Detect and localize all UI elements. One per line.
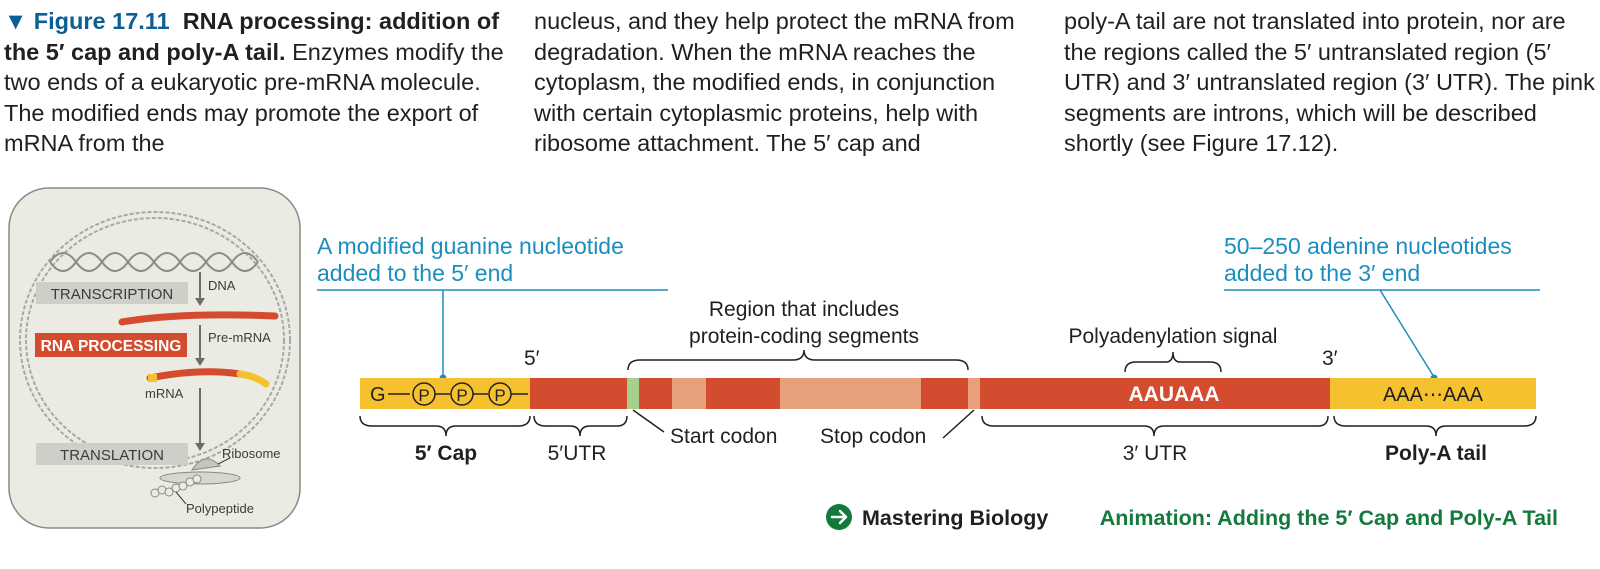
poly-a-tail-label: Poly-A tail	[1385, 442, 1487, 465]
mastering-biology-link[interactable]: Mastering Biology Animation: Adding the …	[826, 504, 1558, 530]
utr3-label: 3′ UTR	[1123, 442, 1188, 465]
polypeptide-label: Polypeptide	[186, 501, 254, 516]
utr5-bracket	[533, 415, 628, 437]
mrna-label: mRNA	[145, 386, 184, 401]
transcription-label: TRANSCRIPTION	[51, 286, 174, 303]
poly-a-sequence-label: AAA⋯AAA	[1383, 384, 1484, 406]
phosphate-2-label: P	[456, 386, 467, 405]
poly-a-bracket	[1333, 415, 1537, 437]
rna-processing-label: RNA PROCESSING	[41, 338, 182, 355]
mastering-biology-brand: Mastering Biology	[862, 506, 1048, 530]
stop-codon-label: Stop codon	[820, 425, 926, 448]
caption-column-3: poly-A tail are not translated into prot…	[1064, 6, 1596, 159]
pre-mrna-label: Pre-mRNA	[208, 330, 271, 345]
adenine-callout: 50–250 adenine nucleotides added to the …	[1224, 233, 1540, 382]
coding-strand-segment	[530, 378, 1330, 409]
intron-segment-1	[672, 378, 706, 409]
coding-region-bracket	[627, 349, 969, 371]
cell-overview-panel: TRANSCRIPTION DNA Pre-mRNA RNA PROCESSIN…	[8, 187, 301, 529]
caption-text-3: poly-A tail are not translated into prot…	[1064, 8, 1595, 156]
figure-label: ▼ Figure 17.11	[4, 8, 170, 34]
transcription-box	[36, 282, 188, 304]
figure-title: RNA processing: addition of the 5′ cap a…	[4, 8, 500, 65]
stop-codon-segment	[968, 378, 980, 409]
mrna-strand	[146, 368, 244, 382]
dna-helix-icon	[49, 252, 259, 272]
guanine-callout: A modified guanine nucleotide added to t…	[317, 233, 668, 382]
cap-label: 5′ Cap	[415, 442, 477, 465]
poly-a-tail-segment	[1330, 378, 1536, 409]
translation-box	[36, 443, 188, 465]
polyadenylation-bracket	[1124, 351, 1222, 373]
phosphate-1-label: P	[418, 386, 429, 405]
caption-column-2: nucleus, and they help protect the mRNA …	[534, 6, 1034, 159]
dna-label: DNA	[208, 278, 236, 293]
utr5-label: 5′UTR	[548, 442, 607, 465]
caption-text-2: nucleus, and they help protect the mRNA …	[534, 8, 1015, 156]
rna-processing-box	[35, 333, 187, 357]
phosphate-3-label: P	[494, 386, 505, 405]
polyadenylation-signal-label: Polyadenylation signal	[1069, 325, 1278, 348]
start-codon-label: Start codon	[670, 425, 777, 448]
adenine-callout-line-2: added to the 3′ end	[1224, 260, 1420, 286]
polypeptide-icon	[150, 474, 202, 498]
ribosome-label: Ribosome	[222, 446, 281, 461]
guanine-g-label: G	[370, 384, 386, 406]
start-codon-segment	[627, 378, 639, 409]
mrna-molecule: G P P P AAUAAA AAA⋯AAA	[360, 378, 1536, 409]
stop-codon-pointer	[942, 409, 975, 439]
utr3-bracket	[981, 415, 1329, 437]
pre-mrna-strand	[118, 311, 279, 326]
region-label-line-2: protein-coding segments	[689, 325, 919, 348]
adenine-callout-line-1: 50–250 adenine nucleotides	[1224, 233, 1512, 259]
animation-link[interactable]: Animation: Adding the 5′ Cap and Poly-A …	[1100, 506, 1558, 530]
start-codon-pointer	[632, 409, 665, 433]
guanine-callout-line-1: A modified guanine nucleotide	[317, 233, 624, 259]
translation-label: TRANSLATION	[60, 447, 164, 464]
aauaaa-label: AAUAAA	[1129, 383, 1220, 406]
caption-column-1: ▼ Figure 17.11 RNA processing: addition …	[4, 6, 514, 159]
guanine-callout-line-2: added to the 5′ end	[317, 260, 513, 286]
three-prime-end-label: 3′	[1322, 347, 1338, 370]
caption-text-1: Enzymes modify the two ends of a eukaryo…	[4, 38, 504, 157]
five-prime-end-label: 5′	[524, 347, 540, 370]
cap-bracket	[359, 415, 531, 437]
intron-segment-2	[780, 378, 921, 409]
region-label-line-1: Region that includes	[709, 298, 899, 321]
